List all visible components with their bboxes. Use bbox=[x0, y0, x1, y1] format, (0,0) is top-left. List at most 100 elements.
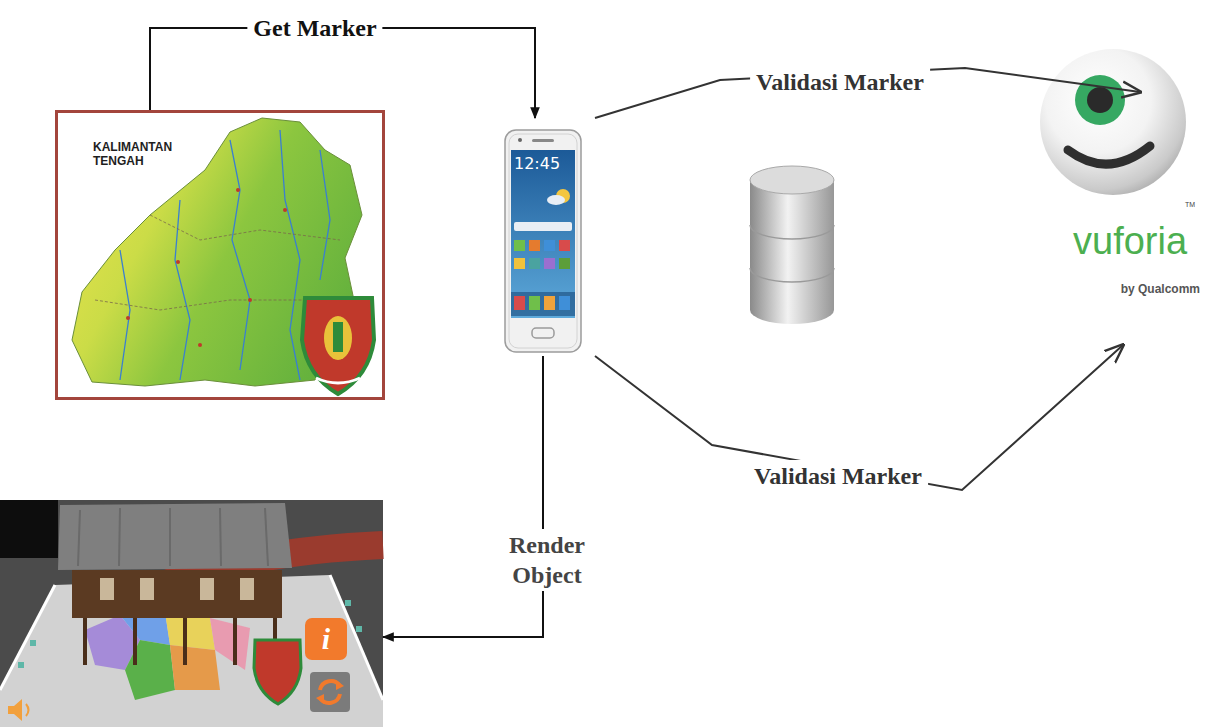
trademark-mark: TM bbox=[1185, 201, 1201, 208]
ar-screenshot-picture-part bbox=[100, 578, 114, 600]
ar-screenshot-picture-part bbox=[0, 500, 383, 727]
ar-screenshot-picture-part bbox=[169, 508, 171, 566]
map-picture-part bbox=[302, 298, 374, 394]
phone-picture-part bbox=[514, 222, 572, 231]
ar-screenshot-picture-part bbox=[240, 578, 254, 600]
ar-screenshot-picture-part bbox=[345, 600, 351, 606]
logo-byline: by Qualcomm bbox=[1085, 283, 1200, 295]
ar-screenshot-picture-part bbox=[140, 578, 154, 600]
phone-picture-part bbox=[529, 258, 540, 269]
edge-label: Get Marker bbox=[247, 12, 382, 44]
map-picture-part bbox=[248, 298, 252, 302]
ar-screenshot-picture-part bbox=[119, 508, 120, 566]
ar-screenshot-picture-part bbox=[170, 645, 220, 690]
ar-screenshot-picture-part bbox=[133, 618, 137, 665]
phone-picture-part bbox=[514, 296, 525, 310]
ar-screenshot-picture-part bbox=[72, 570, 282, 618]
map-picture-part bbox=[120, 250, 130, 380]
vuforia-eye-part bbox=[1068, 146, 1150, 164]
ar-screenshot-picture-part bbox=[233, 618, 237, 665]
map-picture-part bbox=[236, 188, 240, 192]
connector-arrow bbox=[383, 356, 543, 637]
phone-picture-part bbox=[529, 296, 540, 310]
ar-screenshot: i bbox=[0, 500, 383, 727]
map-picture-part bbox=[324, 316, 352, 360]
ar-screenshot-picture-part bbox=[210, 618, 250, 670]
ar-screenshot-picture-part bbox=[30, 640, 36, 646]
phone-picture-part bbox=[529, 240, 540, 251]
database-cylinder-part bbox=[750, 225, 834, 239]
map-picture-part bbox=[175, 200, 190, 380]
ar-screenshot-picture-part bbox=[125, 640, 175, 700]
edge-label: Render Object bbox=[485, 529, 609, 591]
ar-screenshot-picture-part bbox=[26, 704, 29, 716]
map-picture-part bbox=[283, 208, 287, 212]
phone-picture-part bbox=[559, 296, 570, 310]
phone-picture-part bbox=[518, 138, 522, 142]
map-picture-part bbox=[57, 112, 384, 399]
map-picture-part bbox=[126, 316, 130, 320]
phone-picture-part bbox=[511, 292, 575, 316]
ar-screenshot-picture-part bbox=[220, 508, 221, 566]
edge-label: Validasi Marker bbox=[750, 66, 930, 98]
map-picture-part bbox=[198, 343, 202, 347]
ar-screenshot-picture-part bbox=[310, 672, 350, 712]
vuforia-eye-part bbox=[1075, 75, 1125, 125]
database-cylinder bbox=[750, 166, 834, 324]
map-picture bbox=[57, 112, 384, 399]
phone-picture-part bbox=[509, 134, 577, 348]
phone-picture-part bbox=[514, 258, 525, 269]
phone-picture-part bbox=[532, 328, 554, 338]
ar-screenshot-picture-part bbox=[0, 585, 55, 690]
database-cylinder-part bbox=[750, 166, 834, 194]
ar-screenshot-picture-part bbox=[305, 618, 347, 660]
map-marker: KALIMANTAN TENGAH bbox=[55, 110, 385, 400]
vuforia-logo: vuforia by Qualcomm TM bbox=[1035, 45, 1205, 345]
map-picture-part bbox=[316, 378, 360, 383]
smartphone: 12:45 bbox=[500, 118, 595, 356]
map-picture-part bbox=[280, 130, 300, 380]
database-cylinder-part bbox=[750, 180, 834, 324]
vuforia-eye bbox=[1040, 49, 1186, 195]
ar-screenshot-picture-part bbox=[0, 500, 58, 558]
database-cylinder-part bbox=[750, 268, 834, 282]
connector-group bbox=[150, 28, 1140, 637]
phone-picture-part bbox=[514, 240, 525, 251]
ar-screenshot-picture-part bbox=[18, 662, 24, 668]
phone-picture-part bbox=[532, 139, 554, 142]
ar-screenshot-picture-part bbox=[78, 510, 80, 566]
phone-picture-part bbox=[559, 240, 570, 251]
ar-screenshot-picture-part bbox=[58, 503, 292, 570]
phone-picture-part bbox=[559, 258, 570, 269]
ar-screenshot-picture-part bbox=[316, 694, 324, 704]
ar-screenshot-picture-part bbox=[356, 626, 362, 632]
map-picture-part bbox=[150, 215, 340, 240]
vuforia-eye-part bbox=[1040, 49, 1186, 195]
map-picture-part bbox=[230, 140, 250, 370]
map-picture-part bbox=[333, 322, 343, 352]
edge-label: Validasi Marker bbox=[748, 460, 928, 492]
phone-picture-part bbox=[544, 258, 555, 269]
ar-screenshot-picture-part bbox=[265, 508, 268, 566]
ar-screenshot-picture-part bbox=[8, 699, 22, 721]
map-picture-part bbox=[320, 150, 330, 280]
ar-screenshot-picture-part bbox=[254, 640, 301, 704]
ar-screenshot-picture-part bbox=[200, 578, 214, 600]
map-title: KALIMANTAN TENGAH bbox=[93, 140, 185, 169]
clock-text: 12:45 bbox=[514, 156, 572, 172]
phone-picture-part bbox=[505, 130, 581, 352]
ar-screenshot-picture-part bbox=[183, 618, 187, 665]
phone-picture bbox=[505, 130, 581, 352]
phone-picture-part bbox=[544, 240, 555, 251]
ar-screenshot-picture bbox=[0, 500, 383, 727]
vuforia-eye-part bbox=[1087, 87, 1113, 113]
logo-wordmark: vuforia bbox=[1073, 221, 1201, 263]
map-picture-part bbox=[176, 260, 180, 264]
info-button-text: i bbox=[305, 618, 347, 660]
ar-screenshot-picture-part bbox=[83, 618, 87, 665]
phone-picture-part bbox=[547, 195, 565, 205]
ar-screenshot-picture-part bbox=[336, 680, 344, 690]
